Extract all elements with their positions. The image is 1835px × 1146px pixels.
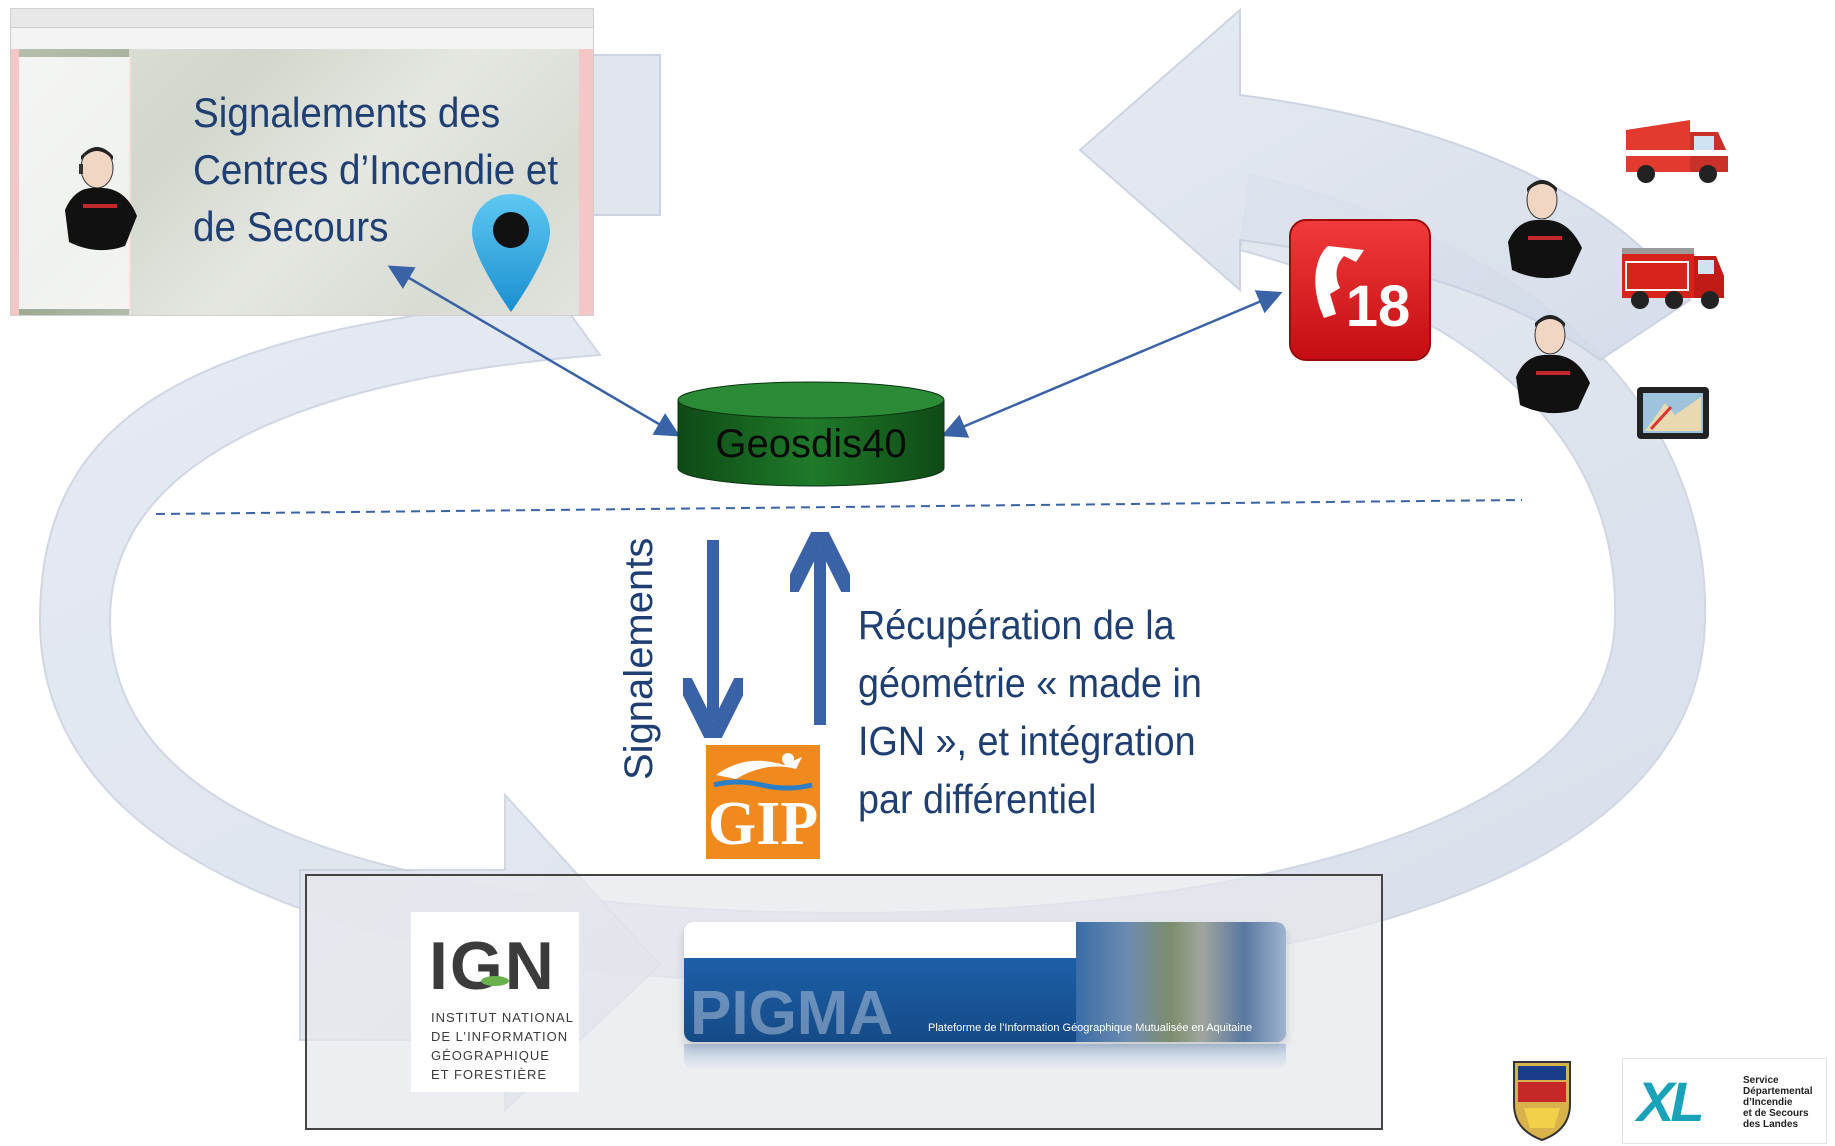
phone-handset-icon xyxy=(1315,246,1364,318)
operator-icon-top xyxy=(1508,180,1582,279)
operator-icon-bottom xyxy=(1516,315,1590,414)
geosdis40-label: Geosdis40 xyxy=(715,422,906,466)
recuperation-line-2: géométrie « made in xyxy=(858,660,1202,706)
cis-title: Signalements des Centres d’Incendie et d… xyxy=(193,84,558,255)
fire-truck-icon xyxy=(1622,248,1724,309)
gip-logo: GIP xyxy=(706,745,820,859)
sdis-xl-mark: XL xyxy=(1637,1070,1705,1133)
browser-bar xyxy=(11,9,593,28)
red-edge-left xyxy=(11,49,19,315)
recuperation-line-3: IGN », et intégration xyxy=(858,718,1196,764)
recuperation-line-4: par différentiel xyxy=(858,776,1097,822)
signalements-vertical-label: Signalements xyxy=(617,538,662,780)
arrow-cis-geosdis xyxy=(387,265,681,437)
recuperation-text: Récupération de la géométrie « made in I… xyxy=(858,596,1202,828)
firefighter-operator-icon xyxy=(65,147,137,251)
gip-wordmark: GIP xyxy=(707,790,819,858)
phone-number: 18 xyxy=(1346,274,1411,339)
sdis-line-5: des Landes xyxy=(1743,1119,1799,1130)
gps-device-icon xyxy=(1637,387,1709,439)
ign-line-3: GÉOGRAPHIQUE xyxy=(431,1048,550,1063)
ign-line-2: DE L’INFORMATION xyxy=(431,1029,569,1044)
pigma-reflection xyxy=(684,1044,1286,1070)
ign-line-1: INSTITUT NATIONAL xyxy=(431,1010,574,1025)
pigma-wordmark: PIGMA xyxy=(690,979,894,1043)
pigma-photo-strip xyxy=(1076,922,1286,1042)
cis-title-line-2: Centres d’Incendie et xyxy=(193,146,559,193)
sdis-line-2: Départemental xyxy=(1743,1086,1813,1097)
geosdis40-database: Geosdis40 xyxy=(677,381,945,487)
ign-line-4: ET FORESTIÈRE xyxy=(431,1067,548,1082)
sdis-line-3: d’Incendie xyxy=(1743,1097,1793,1108)
sdis-line-4: et de Secours xyxy=(1743,1108,1809,1119)
pigma-tagline: Plateforme de l’Information Géographique… xyxy=(928,1022,1253,1034)
pigma-banner: PIGMA Plateforme de l’Information Géogra… xyxy=(684,922,1286,1042)
ign-logo: IGN INSTITUT NATIONAL DE L’INFORMATION G… xyxy=(411,912,579,1092)
separator-dashed xyxy=(155,499,1523,515)
arrow-geosdis-phone xyxy=(941,290,1283,438)
ign-wordmark: IGN xyxy=(429,928,556,1004)
landes-crest-logo xyxy=(1513,1061,1571,1142)
cis-title-line-3: de Secours xyxy=(193,203,389,250)
signalements-label-text: Signalements xyxy=(617,537,661,780)
sdis-line-1: Service xyxy=(1743,1075,1779,1086)
recuperation-line-1: Récupération de la xyxy=(858,602,1175,648)
red-edge-right xyxy=(579,49,593,315)
map-pin-icon xyxy=(472,194,550,312)
phone-18-badge: 18 xyxy=(1289,219,1431,361)
gip-swimmer-icon xyxy=(713,753,813,791)
sdis40-logo: XL Service Départemental d’Incendie et d… xyxy=(1622,1058,1827,1144)
cis-title-line-1: Signalements des xyxy=(193,89,501,136)
ambulance-icon xyxy=(1626,120,1728,183)
ign-green-accent xyxy=(481,976,509,986)
